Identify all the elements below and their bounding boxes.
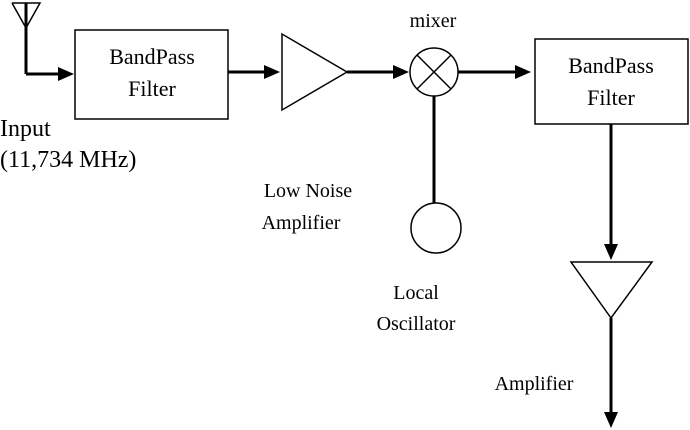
input-label-line1: Input [0,116,51,142]
oscillator-label-line2: Oscillator [377,313,456,335]
bandpass-filter-2: BandPass Filter [534,38,689,125]
lna-label-line1: Low Noise [264,180,352,202]
bandpass-filter-1: BandPass Filter [74,29,229,120]
mixer-x-circle-icon [409,47,459,97]
wire-filter2-to-amplifier [604,124,618,260]
mixer-label: mixer [410,10,457,32]
low-noise-amplifier [281,32,349,112]
antenna-icon [11,2,42,74]
output-amplifier [569,261,654,320]
filter1-label-line1: BandPass [109,44,195,69]
filter2-label-line1: BandPass [568,53,654,78]
oscillator-label-line1: Local [393,282,439,304]
lna-label-line2: Amplifier [262,212,341,234]
filter1-label-line2: Filter [128,76,176,101]
wire-mixer-to-filter2 [458,65,531,79]
wire-lna-to-mixer [347,65,409,79]
input-label-line2: (11,734 MHz) [0,147,136,173]
amplifier-label: Amplifier [495,373,574,395]
wire-amplifier-output [604,318,618,428]
wire-antenna-to-filter1 [26,67,74,81]
oscillator-circle-icon [410,202,462,254]
filter2-label-line2: Filter [587,85,635,110]
wire-filter1-to-lna [228,65,280,79]
